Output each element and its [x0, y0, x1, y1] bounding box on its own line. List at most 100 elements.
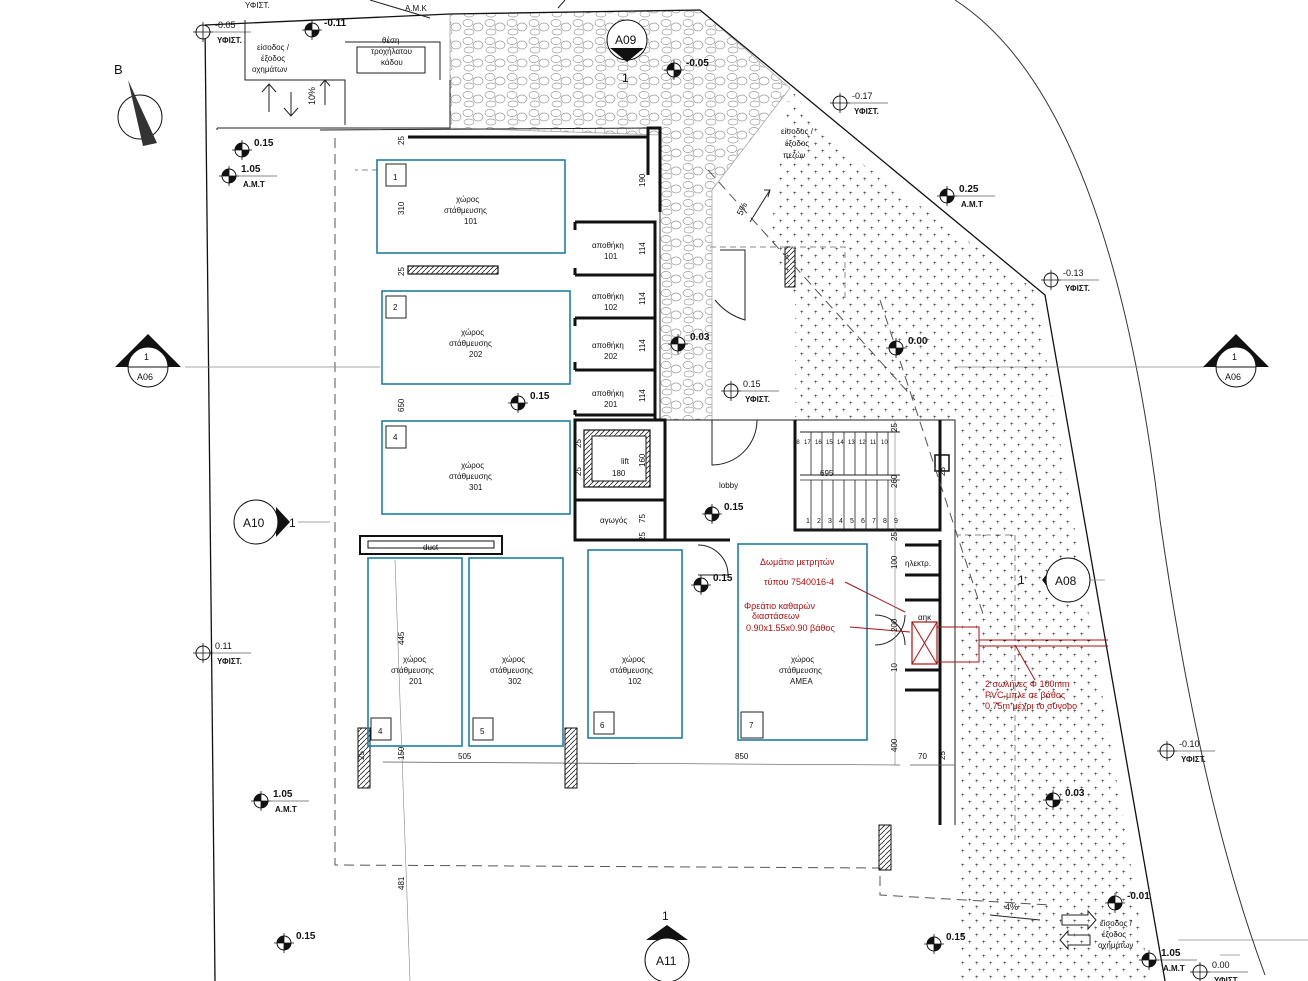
- parking-bay-102: [587, 549, 683, 739]
- svg-text:αποθήκη: αποθήκη: [592, 241, 624, 250]
- elevation-label: ΥΦΙΣΤ.: [217, 36, 242, 45]
- elevation-marker: -0.05: [664, 58, 709, 80]
- elevation-marker: 0.00: [886, 336, 928, 358]
- parking-bay-301: [381, 420, 571, 515]
- svg-text:17: 17: [804, 440, 811, 446]
- svg-text:τύπου 7540016-4: τύπου 7540016-4: [764, 577, 834, 587]
- svg-text:τροχήλατου: τροχήλατου: [371, 47, 412, 56]
- svg-text:25: 25: [890, 532, 899, 541]
- svg-text:οχημάτων: οχημάτων: [252, 65, 287, 74]
- parking-bay-302: [468, 557, 564, 747]
- section-marker-a10[interactable]: A10 1: [233, 499, 296, 545]
- svg-text:9: 9: [894, 518, 898, 525]
- svg-text:έξοδος: έξοδος: [785, 139, 809, 148]
- entrance-vehicles-bottom: είσοδος / έξοδος οχημάτων: [1098, 919, 1133, 950]
- parking-bay-101: [376, 159, 566, 254]
- wall-top: [408, 126, 662, 212]
- parking-label-101: 1 χώρος στάθμευσης 101: [393, 173, 487, 226]
- svg-text:2: 2: [393, 303, 398, 312]
- svg-text:505: 505: [458, 752, 472, 761]
- svg-text:310: 310: [397, 201, 406, 215]
- svg-text:481: 481: [397, 876, 406, 890]
- svg-text:202: 202: [469, 350, 483, 359]
- svg-text:3: 3: [828, 518, 832, 525]
- svg-text:5: 5: [850, 518, 854, 525]
- svg-text:4: 4: [839, 518, 843, 525]
- elevation-value: 0.25: [959, 184, 979, 195]
- svg-text:ΑΜΕΑ: ΑΜΕΑ: [790, 677, 813, 686]
- svg-text:190: 190: [638, 173, 647, 187]
- section-marker-a06-left[interactable]: 1 A06: [115, 334, 181, 388]
- svg-text:χώρος: χώρος: [622, 655, 645, 664]
- ramp-slope: 10%: [307, 87, 317, 105]
- svg-text:4: 4: [378, 727, 383, 736]
- svg-text:10: 10: [881, 440, 888, 446]
- elevation-label: ΥΦΙΣΤ.: [1065, 284, 1090, 293]
- svg-text:10: 10: [890, 663, 899, 672]
- entrance-pedestrians: είσοδος / έξοδος πεζών: [781, 127, 814, 160]
- svg-text:25: 25: [938, 751, 947, 760]
- svg-text:5: 5: [480, 727, 485, 736]
- svg-text:102: 102: [628, 677, 642, 686]
- elevation-marker: 0.15: [274, 931, 316, 953]
- svg-text:18: 18: [793, 440, 800, 446]
- section-marker-a09[interactable]: A09 1: [606, 19, 648, 85]
- elevation-marker: -0.01: [1105, 891, 1150, 913]
- elevation-value: 0.00: [1212, 960, 1230, 970]
- svg-text:A10: A10: [243, 516, 265, 530]
- elevation-value: 0.03: [690, 332, 710, 343]
- svg-text:A09: A09: [615, 33, 637, 47]
- site-boundary: [204, 9, 1166, 981]
- svg-text:102: 102: [604, 303, 618, 312]
- svg-text:160: 160: [638, 453, 647, 467]
- parking-label-102: 6 χώρος στάθμευσης 102: [600, 655, 653, 730]
- svg-text:201: 201: [604, 400, 618, 409]
- section-marker-a11[interactable]: A11 1: [644, 909, 690, 981]
- svg-text:25: 25: [397, 267, 406, 276]
- svg-text:αποθήκη: αποθήκη: [592, 292, 624, 301]
- bin-position-label: θέση τροχήλατου κάδου: [371, 36, 412, 67]
- elevation-marker: 1.05Α.Μ.Τ: [251, 789, 309, 814]
- landscape-area: [770, 88, 1150, 980]
- svg-text:στάθμευσης: στάθμευσης: [449, 472, 492, 481]
- elevation-value: 1.05: [1161, 948, 1181, 959]
- svg-text:κάδου: κάδου: [381, 58, 403, 67]
- elevation-marker: 0.03: [1043, 788, 1085, 810]
- svg-text:11: 11: [870, 440, 877, 446]
- svg-text:25: 25: [574, 439, 583, 448]
- svg-text:2: 2: [817, 518, 821, 525]
- svg-text:114: 114: [638, 292, 647, 305]
- elevation-label: ΥΦΙΣΤ.: [1214, 976, 1239, 981]
- section-marker-a08[interactable]: A08 1: [1018, 557, 1091, 603]
- elevation-label: Α.Μ.Τ: [243, 180, 265, 189]
- svg-text:στάθμευσης: στάθμευσης: [779, 666, 822, 675]
- parking-label-amea: 7 χώρος στάθμευσης ΑΜΕΑ: [749, 655, 822, 730]
- parking-label-201: 4 χώρος στάθμευσης 201: [378, 655, 434, 736]
- elevation-label: ΥΦΙΣΤ.: [1181, 755, 1206, 764]
- parking-label-302: 5 χώρος στάθμευσης 302: [480, 655, 533, 736]
- svg-text:A11: A11: [656, 954, 677, 968]
- elevation-value: -0.05: [686, 58, 709, 69]
- svg-text:1: 1: [662, 909, 669, 923]
- elevation-value: 0.15: [713, 573, 733, 584]
- parking-label-202: 2 χώρος στάθμευσης 202: [393, 303, 492, 359]
- elevation-value: 0.03: [1065, 788, 1085, 799]
- svg-text:1: 1: [1232, 352, 1237, 362]
- elevation-value: -0.05: [215, 20, 236, 30]
- svg-text:A08: A08: [1055, 574, 1077, 588]
- section-marker-a06-right[interactable]: 1 A06: [1203, 334, 1269, 388]
- svg-text:χώρος: χώρος: [461, 328, 484, 337]
- elevation-label: ΥΦΙΣΤ.: [854, 107, 879, 116]
- elevation-value: 0.15: [724, 502, 744, 513]
- svg-text:201: 201: [409, 677, 423, 686]
- svg-text:25: 25: [938, 467, 947, 476]
- svg-text:200: 200: [890, 618, 899, 632]
- elevation-marker: 0.03: [668, 332, 710, 354]
- elevation-label: ΥΦΙΣΤ.: [217, 657, 242, 666]
- svg-text:A06: A06: [1225, 372, 1241, 382]
